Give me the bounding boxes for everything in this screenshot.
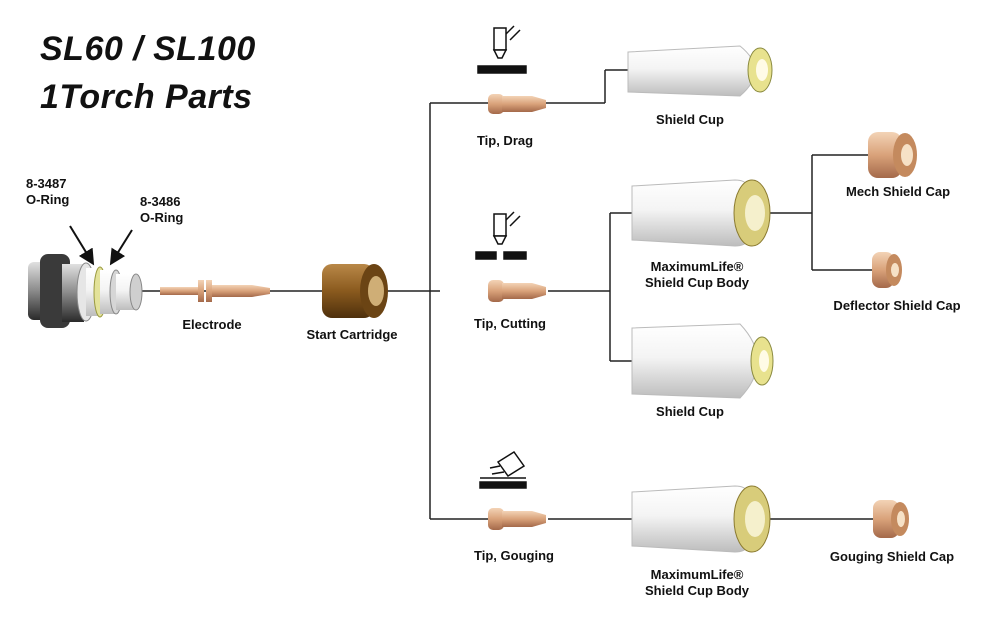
maxlife-body-2-line2: Shield Cup Body xyxy=(645,583,749,598)
tip-cutting-label: Tip, Cutting xyxy=(474,316,546,331)
torch-head-part xyxy=(28,254,143,328)
oring-3486-part-number: 8-3486 xyxy=(140,194,181,209)
cutting-process-icon xyxy=(475,211,527,260)
oring-3487-name: O-Ring xyxy=(26,192,70,207)
maxlife-body-2-label: MaximumLife® Shield Cup Body xyxy=(645,567,749,599)
tip-drag-part xyxy=(488,94,546,114)
electrode-label: Electrode xyxy=(182,317,242,332)
deflector-shield-cap-part xyxy=(872,252,902,288)
tip-cutting-part xyxy=(488,280,546,302)
mech-shield-cap-label: Mech Shield Cap xyxy=(845,184,951,199)
oring-3486-name: O-Ring xyxy=(140,210,184,225)
oring-3487-label: 8-3487 O-Ring xyxy=(26,176,69,208)
diagram-title-line2: 1Torch Parts xyxy=(40,78,253,116)
maxlife-body-2-part xyxy=(631,485,771,553)
start-cartridge-label: Start Cartridge xyxy=(306,327,398,342)
shield-cup-top-label: Shield Cup xyxy=(656,112,724,127)
electrode-part xyxy=(160,280,270,302)
oring-3487-part-number: 8-3487 xyxy=(26,176,67,191)
start-cartridge-part xyxy=(322,264,388,318)
diagram-title-line1: SL60 / SL100 xyxy=(40,30,256,68)
oring-3487-arrow xyxy=(69,225,95,266)
deflector-shield-cap-label: Deflector Shield Cap xyxy=(833,298,961,313)
gouging-shield-cap-part xyxy=(873,500,909,538)
maxlife-body-1-label: MaximumLife® Shield Cup Body xyxy=(645,259,749,291)
maxlife-body-1-line2: Shield Cup Body xyxy=(645,275,749,290)
shield-cup-mid-label: Shield Cup xyxy=(656,404,724,419)
maxlife-body-2-line1: MaximumLife® xyxy=(650,567,744,582)
tip-drag-label: Tip, Drag xyxy=(476,133,534,148)
gouging-process-icon xyxy=(479,450,527,489)
maxlife-body-1-part xyxy=(631,179,771,247)
shield-cup-mid-part xyxy=(631,323,774,399)
gouging-shield-cap-label: Gouging Shield Cap xyxy=(829,549,955,564)
oring-3486-label: 8-3486 O-Ring xyxy=(140,194,183,226)
drag-process-icon xyxy=(477,25,527,74)
tip-gouging-part xyxy=(488,508,546,530)
tip-gouging-label: Tip, Gouging xyxy=(474,548,554,563)
mech-shield-cap-part xyxy=(868,132,917,178)
oring-3486-arrow xyxy=(109,229,133,266)
maxlife-body-1-line1: MaximumLife® xyxy=(650,259,744,274)
shield-cup-top-part xyxy=(627,45,773,97)
